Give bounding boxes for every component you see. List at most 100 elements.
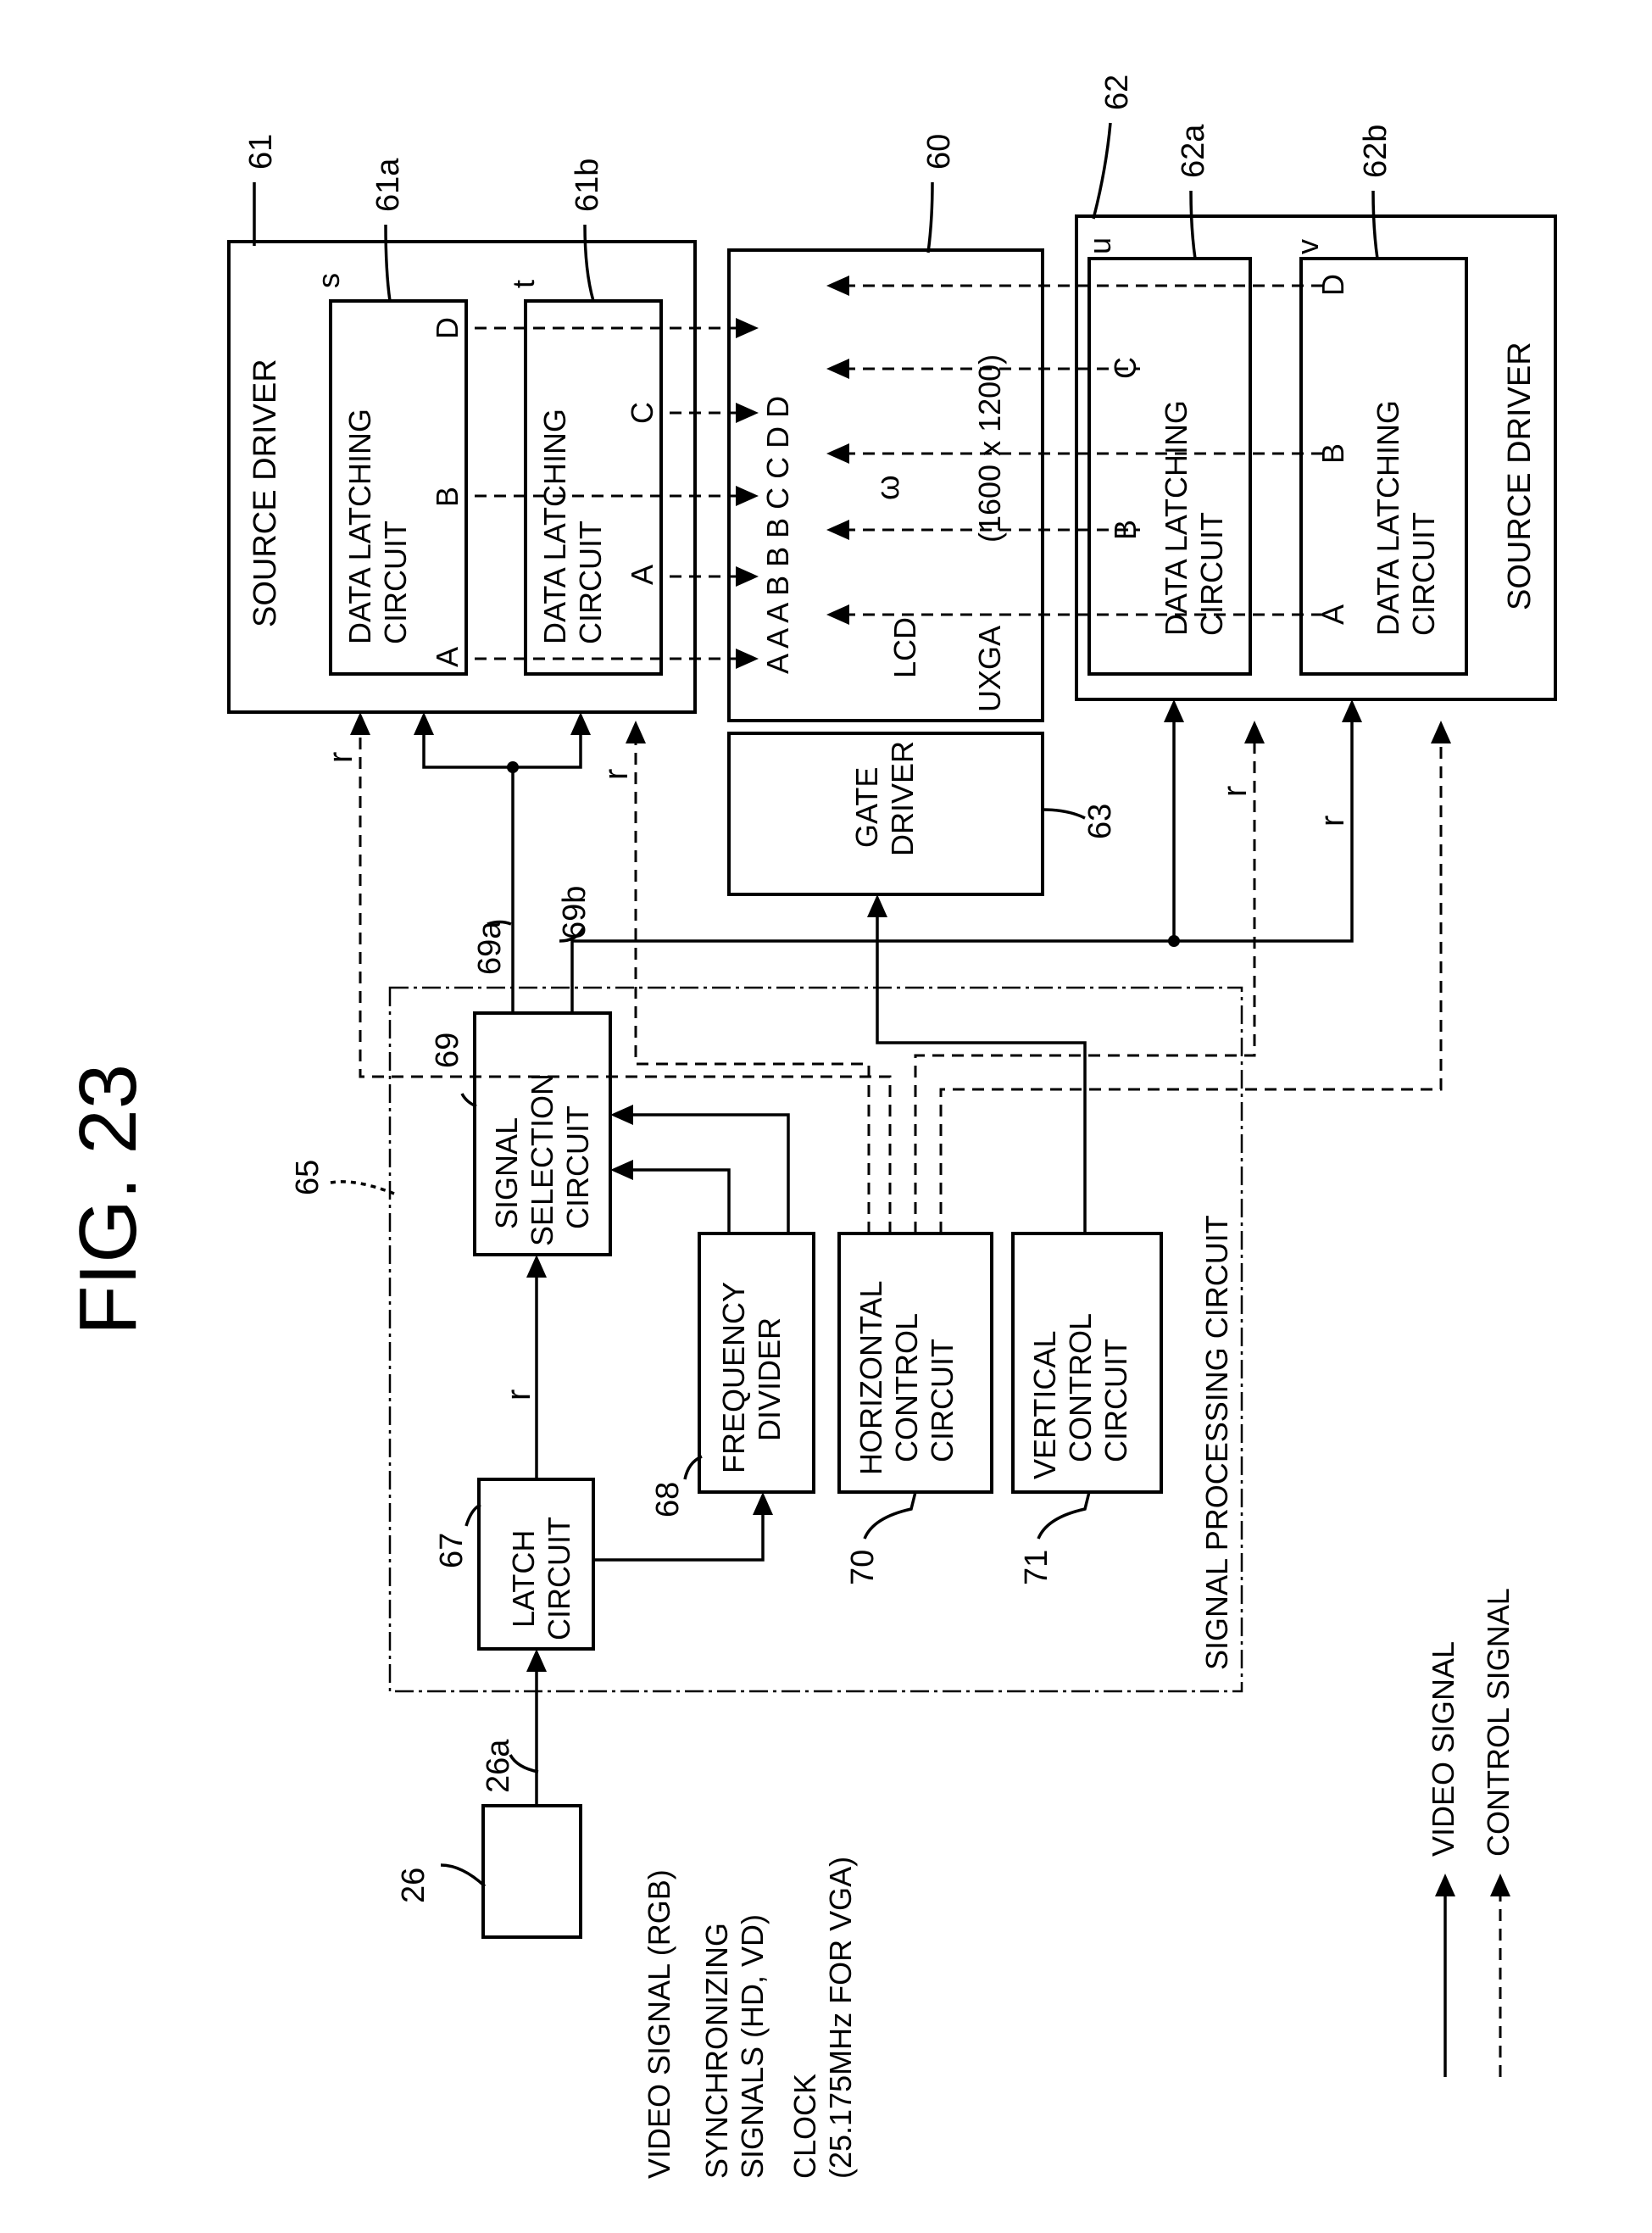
arrow-62a-A — [826, 604, 849, 625]
lcd-columns: A A A B B B C C D D — [760, 396, 795, 674]
input-sync-1: SYNCHRONIZING — [699, 1923, 734, 2179]
arrow-61b-A — [736, 566, 759, 587]
hctrl-label-3: CIRCUIT — [925, 1339, 959, 1462]
ref-70: 70 — [845, 1550, 881, 1585]
legend-video-label: VIDEO SIGNAL — [1426, 1641, 1460, 1857]
latch-label-1: LATCH — [506, 1530, 541, 1628]
leader-60 — [926, 181, 934, 253]
62b-D: D — [1315, 274, 1350, 296]
latch-label-2: CIRCUIT — [542, 1517, 576, 1640]
source-driver-62-box — [1075, 214, 1557, 701]
61b-A: A — [625, 565, 659, 585]
vctrl-label-3: CIRCUIT — [1099, 1339, 1133, 1462]
freq-label-2: DIVIDER — [752, 1317, 787, 1441]
arrow-69a-61a — [414, 712, 434, 735]
signal-processing-box — [388, 986, 1243, 1693]
arrow-69b-62b — [1342, 699, 1362, 722]
leader-61a — [384, 224, 392, 302]
freq-label-1: FREQUENCY — [716, 1282, 751, 1473]
arrow-62b-B — [826, 443, 849, 464]
leader-67 — [464, 1503, 481, 1527]
source-driver-61-label: SOURCE DRIVER — [248, 359, 283, 627]
arrow-ctrl-62b — [1431, 721, 1451, 743]
62b-B: B — [1315, 443, 1350, 464]
ref-68: 68 — [650, 1482, 686, 1517]
legend-control-label: CONTROL SIGNAL — [1481, 1588, 1516, 1857]
arrow-62a-B — [826, 520, 849, 540]
ref-61: 61 — [243, 134, 279, 170]
leader-62b — [1371, 190, 1379, 259]
data-latch-62a-box — [1087, 257, 1252, 676]
arrow-into-freq — [753, 1492, 773, 1515]
line-69a-to-61a — [422, 729, 513, 769]
res-label: (1600 x 1200) — [972, 354, 1007, 543]
line-freq-sel-2 — [627, 1113, 790, 1233]
frequency-divider-box — [698, 1232, 815, 1494]
arrow-into-gate — [867, 894, 887, 917]
gate-label-1: GATE — [849, 767, 884, 848]
vctrl-label-1: VERTICAL — [1027, 1331, 1062, 1479]
letter-s: s — [311, 273, 346, 288]
ref-71: 71 — [1019, 1550, 1054, 1585]
62a-B: B — [1108, 520, 1143, 540]
arrow-69a-61b — [570, 712, 591, 735]
ref-65: 65 — [290, 1160, 325, 1195]
sel-label-1: SIGNAL — [489, 1117, 524, 1229]
sel-label-3: CIRCUIT — [560, 1105, 595, 1229]
dlc-62b-label-1: DATA LATCHING — [1371, 400, 1405, 636]
arrow-61b-C — [736, 403, 759, 423]
data-latch-61a-box — [329, 299, 468, 676]
leader-26 — [440, 1863, 487, 1888]
line-69b — [570, 939, 1174, 1013]
ref-62a: 62a — [1176, 124, 1211, 178]
label-r-61b: r — [598, 769, 635, 780]
leader-26a — [509, 1754, 539, 1774]
omega-label: ω — [870, 475, 906, 500]
ref-62b: 62b — [1358, 125, 1393, 178]
label-r-latch: r — [500, 1389, 537, 1400]
letter-u: u — [1082, 237, 1117, 254]
arrow-ctrl-61 — [350, 712, 370, 735]
dlc-62a-label-1: DATA LATCHING — [1159, 400, 1193, 636]
lcd-label: LCD — [887, 617, 922, 678]
leader-70 — [863, 1491, 917, 1540]
line-69a-to-61b — [513, 729, 582, 769]
62b-A: A — [1315, 604, 1350, 625]
arrow-into-sel — [526, 1255, 547, 1278]
dlc-61b-label-1: DATA LATCHING — [537, 409, 572, 644]
input-clock-1: CLOCK — [787, 2074, 822, 2179]
hctrl-label-2: CONTROL — [889, 1313, 924, 1462]
video-source-box — [481, 1804, 582, 1939]
62a-C: C — [1108, 357, 1143, 379]
line-freq-sel-1 — [627, 1168, 731, 1233]
label-r-62a: r — [1216, 786, 1254, 797]
gate-label-2: DRIVER — [885, 741, 920, 856]
letter-v: v — [1290, 239, 1325, 254]
leader-63 — [1042, 808, 1086, 820]
data-latch-62b-box — [1299, 257, 1468, 676]
arrow-into-latch — [526, 1649, 547, 1672]
source-driver-61-box — [227, 240, 697, 714]
dlc-62b-label-2: CIRCUIT — [1406, 512, 1441, 636]
leader-62a — [1189, 190, 1197, 259]
arrow-ctrl-62a — [1244, 721, 1265, 743]
ref-26: 26 — [396, 1868, 431, 1903]
letter-t: t — [506, 280, 541, 288]
61a-A: A — [430, 647, 464, 667]
dlc-61a-label-1: DATA LATCHING — [342, 409, 377, 644]
ref-62: 62 — [1099, 75, 1135, 110]
leader-61b — [583, 224, 595, 302]
dlc-61a-label-2: CIRCUIT — [378, 521, 413, 644]
legend-control-arrow — [1490, 1874, 1510, 1896]
ref-26a: 26a — [481, 1739, 516, 1793]
arrow-61a-A — [736, 649, 759, 669]
ref-69a: 69a — [472, 921, 508, 975]
dlc-62a-label-2: CIRCUIT — [1194, 512, 1229, 636]
ctrl-h-to-61 — [359, 729, 892, 1233]
line-69b-to-62b — [1174, 716, 1354, 943]
arrow-62b-D — [826, 276, 849, 296]
input-video: VIDEO SIGNAL (RGB) — [642, 1869, 676, 2179]
input-clock-2: (25.175MHz FOR VGA) — [823, 1857, 858, 2179]
ref-69b: 69b — [557, 886, 592, 939]
